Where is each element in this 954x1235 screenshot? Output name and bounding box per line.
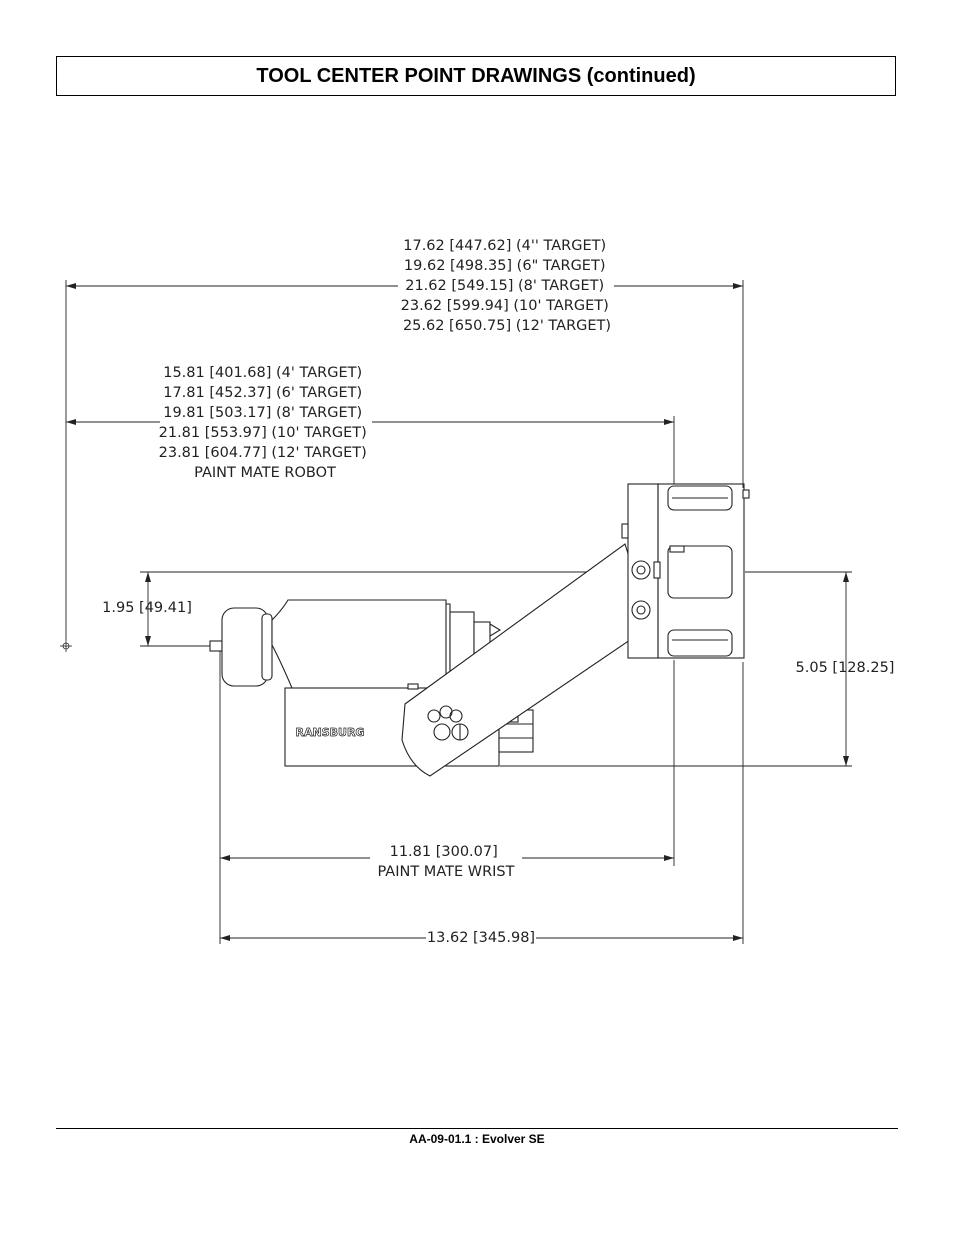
dimension-lines [65,280,852,944]
dim-robot-line: 21.81 [553.97] (10' TARGET) [159,425,367,441]
dim-robot-line: 19.81 [503.17] (8' TARGET) [163,405,362,421]
dim-robot-line: 15.81 [401.68] (4' TARGET) [163,365,362,381]
dim-robot-line: 23.81 [604.77] (12' TARGET) [159,445,367,461]
dim-robot-caption: PAINT MATE ROBOT [194,465,336,481]
dim-robot-line: 17.81 [452.37] (6' TARGET) [163,385,362,401]
applicator-assembly [209,483,750,777]
tool-center-point-marker [60,640,72,652]
dim-overall-label: 17.62 [447.62] (4'' TARGET) 19.62 [498.3… [401,238,614,334]
footer-doc-id: AA-09-01.1 : Evolver SE [409,1132,545,1146]
dim-wrist-line: 11.81 [300.07] [390,844,498,860]
dim-overall-line: 17.62 [447.62] (4'' TARGET) [403,238,606,254]
dimension-arrowheads [66,283,849,941]
dim-wrist-caption: PAINT MATE WRIST [377,864,514,880]
page-title-box: TOOL CENTER POINT DRAWINGS (continued) [56,56,896,96]
dim-body-label: 13.62 [345.98] [427,930,535,946]
footer-rule [56,1128,898,1129]
dim-overall-line: 23.62 [599.94] (10' TARGET) [401,298,609,314]
dim-height-label: 5.05 [128.25] [796,660,895,676]
page-title: TOOL CENTER POINT DRAWINGS (continued) [256,64,696,87]
dim-wrist-label: 11.81 [300.07] PAINT MATE WRIST [377,844,514,880]
dim-robot-label: 15.81 [401.68] (4' TARGET) 17.81 [452.37… [159,365,372,481]
dim-overall-line: 21.62 [549.15] (8' TARGET) [405,278,604,294]
ransburg-logo: RANSBURG [296,726,365,739]
dim-overall-line: 25.62 [650.75] (12' TARGET) [403,318,611,334]
dim-offset-label: 1.95 [49.41] [102,600,192,616]
dim-overall-line: 19.62 [498.35] (6" TARGET) [404,258,606,274]
